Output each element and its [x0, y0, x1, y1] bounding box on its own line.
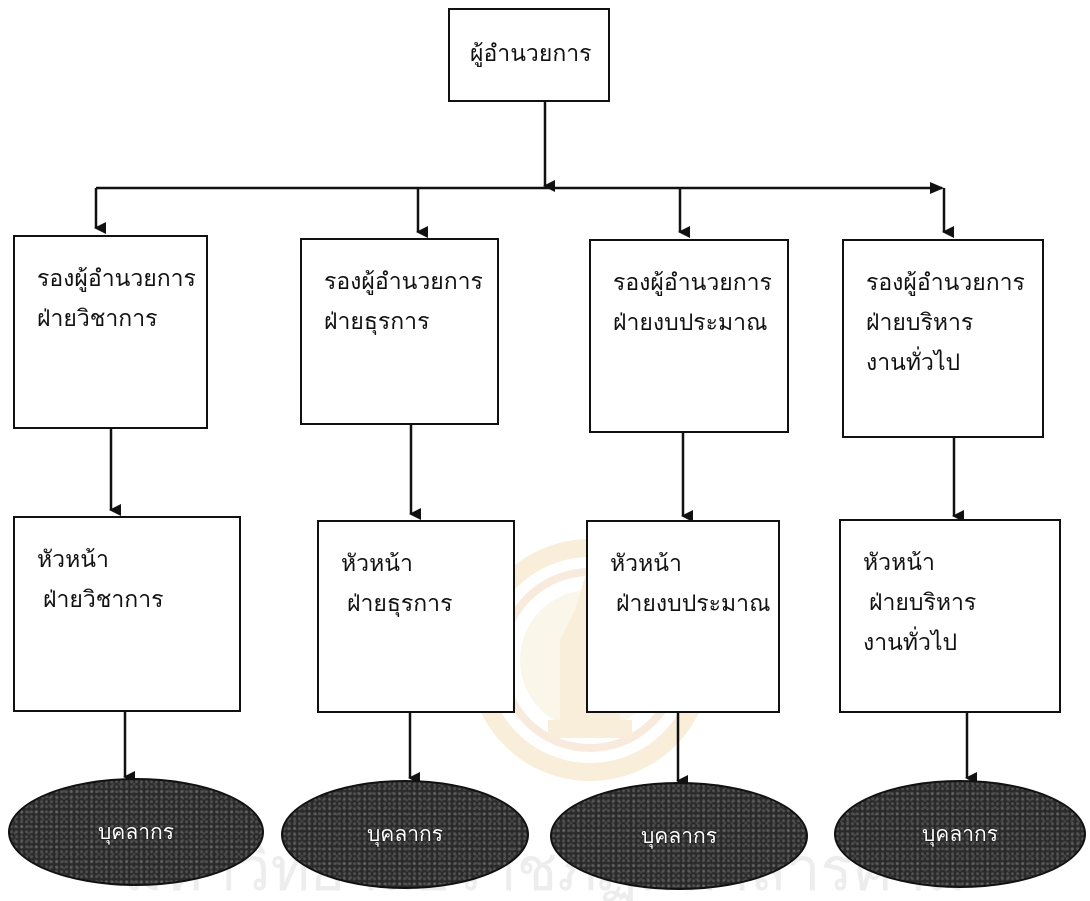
head-dept: ฝ่ายธุรการ	[347, 591, 453, 617]
deputy-dept-extra: งานทั่วไป	[866, 350, 961, 376]
personnel-label: บุคลากร	[97, 819, 175, 844]
head-title: หัวหน้า	[610, 551, 682, 577]
personnel-label: บุคลากร	[366, 822, 444, 846]
deputy-dept: ฝ่ายธุรการ	[324, 309, 430, 335]
deputy-title: รองผู้อำนวยการ	[613, 270, 772, 296]
head-title: หัวหน้า	[37, 547, 109, 573]
head-academic-box: หัวหน้า ฝ่ายวิชาการ	[13, 516, 241, 712]
personnel-node-4: บุคลากร	[834, 780, 1086, 888]
head-title: หัวหน้า	[863, 550, 935, 576]
director-box: ผู้อำนวยการ	[448, 8, 610, 102]
deputy-title: รองผู้อำนวยการ	[866, 270, 1025, 296]
personnel-node-1: บุคลากร	[8, 778, 264, 886]
deputy-title: รองผู้อำนวยการ	[324, 269, 483, 295]
deputy-title: รองผู้อำนวยการ	[37, 266, 196, 292]
deputy-academic-box: รองผู้อำนวยการ ฝ่ายวิชาการ	[13, 235, 208, 429]
deputy-admin-box: รองผู้อำนวยการ ฝ่ายธุรการ	[300, 238, 499, 425]
head-admin-box: หัวหน้า ฝ่ายธุรการ	[317, 520, 515, 713]
personnel-label: บุคลากร	[921, 821, 999, 846]
deputy-dept: ฝ่ายงบประมาณ	[613, 310, 768, 336]
deputy-general-box: รองผู้อำนวยการ ฝ่ายบริหาร งานทั่วไป	[842, 239, 1044, 438]
personnel-label: บุคลากร	[640, 823, 718, 848]
personnel-node-3: บุคลากร	[550, 782, 808, 890]
head-dept: ฝ่ายวิชาการ	[43, 587, 164, 613]
deputy-dept: ฝ่ายวิชาการ	[37, 306, 158, 332]
deputy-budget-box: รองผู้อำนวยการ ฝ่ายงบประมาณ	[589, 239, 789, 433]
head-dept: ฝ่ายงบประมาณ	[616, 591, 771, 617]
head-title: หัวหน้า	[341, 551, 413, 577]
head-dept: ฝ่ายบริหาร	[869, 590, 977, 616]
personnel-node-2: บุคลากร	[281, 780, 529, 889]
head-dept-extra: งานทั่วไป	[863, 630, 958, 656]
head-budget-box: หัวหน้า ฝ่ายงบประมาณ	[586, 520, 780, 713]
head-general-box: หัวหน้า ฝ่ายบริหาร งานทั่วไป	[839, 519, 1061, 713]
director-label: ผู้อำนวยการ	[470, 41, 592, 67]
deputy-dept: ฝ่ายบริหาร	[866, 310, 974, 336]
